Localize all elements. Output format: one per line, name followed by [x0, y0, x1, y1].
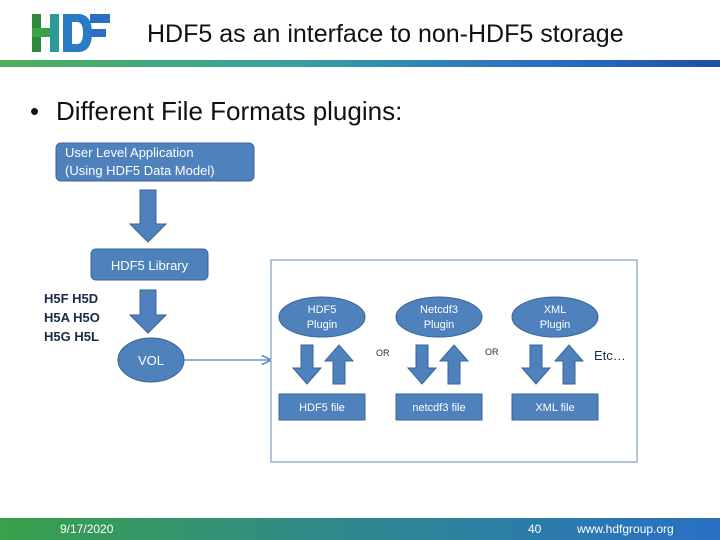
plugin-xml: XML Plugin — [511, 296, 599, 338]
vol-label: VOL — [138, 353, 164, 368]
plugin-netcdf3-down-arrow — [406, 344, 438, 385]
down-arrow-library-to-vol — [128, 289, 168, 334]
plugin-hdf5-down-arrow — [291, 344, 323, 385]
etc-label: Etc… — [594, 348, 626, 363]
hdf5-file-box: HDF5 file — [278, 393, 366, 421]
hdf5-library-label: HDF5 Library — [111, 258, 189, 273]
vol-node: VOL — [117, 337, 185, 383]
footer-url: www.hdfgroup.org — [577, 522, 674, 536]
bullet-symbol: • — [30, 96, 40, 126]
footer-bar — [0, 518, 720, 540]
api-list-line2: H5A H5O — [44, 310, 100, 325]
plugin-netcdf3-up-arrow — [438, 344, 470, 385]
api-list-line3: H5G H5L — [44, 329, 99, 344]
or-label-1: OR — [376, 348, 390, 358]
plugin-netcdf3-line2: Plugin — [424, 319, 455, 331]
plugin-hdf5: HDF5 Plugin — [278, 296, 366, 338]
netcdf3-file-box: netcdf3 file — [395, 393, 483, 421]
plugin-netcdf3: Netcdf3 Plugin — [395, 296, 483, 338]
plugin-xml-line1: XML — [544, 304, 567, 316]
slide-title: HDF5 as an interface to non-HDF5 storage — [147, 20, 624, 48]
user-application-line2: (Using HDF5 Data Model) — [65, 163, 215, 178]
header-divider — [0, 60, 720, 67]
plugin-hdf5-up-arrow — [323, 344, 355, 385]
plugin-xml-line2: Plugin — [540, 319, 571, 331]
plugin-hdf5-line1: HDF5 — [308, 304, 337, 316]
plugin-hdf5-line2: Plugin — [307, 319, 338, 331]
bullet-item: • Different File Formats plugins: — [30, 96, 402, 127]
down-arrow-app-to-library — [128, 189, 168, 243]
hdf-logo — [32, 14, 110, 52]
or-label-2: OR — [485, 347, 499, 357]
plugin-xml-down-arrow — [520, 344, 552, 385]
netcdf3-file-label: netcdf3 file — [412, 402, 465, 414]
api-list-line1: H5F H5D — [44, 291, 98, 306]
footer-date: 9/17/2020 — [60, 522, 114, 536]
hdf5-library-box: HDF5 Library — [90, 248, 209, 281]
bullet-text: Different File Formats plugins: — [56, 96, 403, 126]
plugin-netcdf3-line1: Netcdf3 — [420, 304, 458, 316]
user-application-box: User Level Application (Using HDF5 Data … — [55, 142, 255, 182]
hdf5-file-label: HDF5 file — [299, 402, 345, 414]
footer-page-number: 40 — [528, 522, 542, 536]
api-list: H5F H5D H5A H5O H5G H5L — [44, 291, 100, 344]
xml-file-box: XML file — [511, 393, 599, 421]
plugin-xml-up-arrow — [553, 344, 585, 385]
user-application-line1: User Level Application — [65, 145, 194, 160]
xml-file-label: XML file — [535, 402, 574, 414]
